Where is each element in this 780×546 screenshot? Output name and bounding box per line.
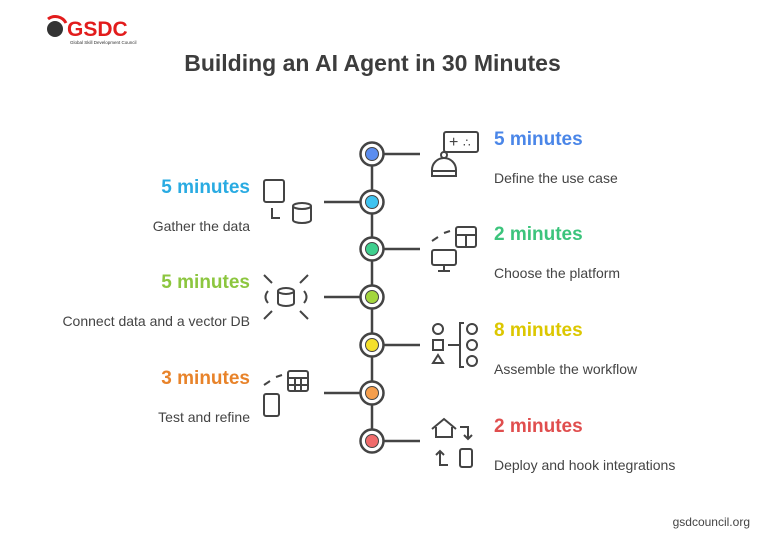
- image-to-database-icon: [263, 179, 312, 224]
- step-duration: 3 minutes: [161, 368, 250, 389]
- gsdc-logo: GSDC Global Skill Development Council: [42, 14, 152, 51]
- step-description: Assemble the workflow: [494, 361, 638, 377]
- step-description: Test and refine: [158, 409, 250, 425]
- timeline-node-dot: [365, 386, 379, 400]
- svg-text:+: +: [449, 134, 458, 151]
- timeline-node-dot: [365, 434, 379, 448]
- page-title: Building an AI Agent in 30 Minutes: [184, 50, 561, 76]
- home-mobile-cycle-icon: [431, 417, 473, 468]
- svg-text:GSDC: GSDC: [67, 18, 128, 41]
- timeline-node-dot: [365, 338, 379, 352]
- step-duration: 5 minutes: [161, 177, 250, 198]
- robot-controller-icon: +∴: [431, 131, 479, 177]
- step-duration: 2 minutes: [494, 224, 583, 245]
- svg-text:∴: ∴: [463, 136, 471, 150]
- footer-url: gsdcouncil.org: [672, 515, 750, 529]
- timeline-node-dot: [365, 195, 379, 209]
- step-description: Connect data and a vector DB: [62, 313, 250, 329]
- step-description: Choose the platform: [494, 265, 621, 281]
- step-description: Deploy and hook integrations: [494, 457, 676, 473]
- step-duration: 5 minutes: [494, 129, 583, 150]
- step-duration: 2 minutes: [494, 416, 583, 437]
- step-duration: 5 minutes: [161, 272, 250, 293]
- timeline-node-dot: [365, 242, 379, 256]
- svg-text:Global Skill Development Counc: Global Skill Development Council: [70, 40, 137, 45]
- step-duration: 8 minutes: [494, 320, 583, 341]
- step-description: Define the use case: [494, 170, 618, 186]
- mobile-table-icon: [263, 370, 309, 417]
- timeline-node-dot: [365, 147, 379, 161]
- monitor-table-icon: [431, 226, 477, 272]
- database-expand-icon: [263, 274, 309, 320]
- shapes-workflow-icon: [431, 322, 478, 368]
- step-description: Gather the data: [152, 218, 250, 234]
- timeline-node-dot: [365, 290, 379, 304]
